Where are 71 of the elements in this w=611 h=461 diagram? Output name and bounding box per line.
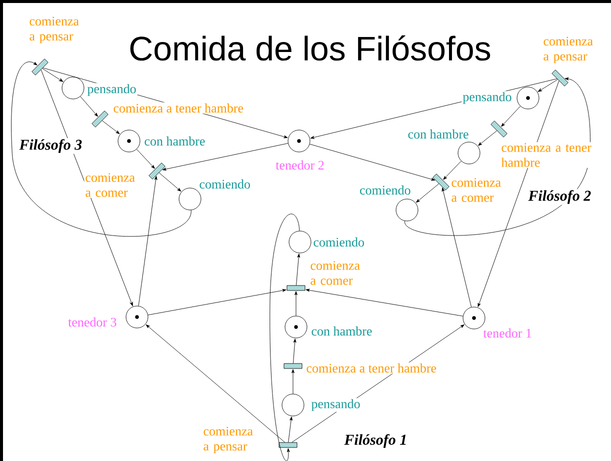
arc-arrow [288, 416, 293, 442]
place-label: comienza a pensar [542, 36, 602, 64]
place-circle [288, 130, 310, 152]
arc-arrow [296, 254, 300, 286]
arc-arrow [416, 184, 440, 203]
arc-arrow [80, 96, 98, 117]
place-label: comienza a tener hambre [112, 102, 245, 114]
place-circle [284, 316, 308, 338]
place-label: comiendo [312, 236, 366, 248]
place-circle [118, 130, 140, 152]
arc-arrow [478, 80, 560, 308]
place-label: tenedor 3 [67, 316, 118, 328]
transition-bar [32, 58, 48, 76]
place-circle [396, 198, 418, 222]
arc-arrow [292, 369, 294, 394]
place-label: comienza a comer [450, 177, 510, 203]
arc-arrow [102, 120, 120, 134]
place-circle [282, 394, 304, 416]
arc-arrow [42, 68, 64, 82]
place-circle [62, 76, 84, 100]
place-label: comienza a comer [84, 172, 144, 198]
transition-bar [552, 70, 568, 86]
place-label: con hambre [406, 128, 470, 140]
arc-arrow [442, 188, 472, 308]
transition-bar [92, 110, 108, 128]
arc-arrow [310, 144, 436, 181]
arc-arrow [11, 62, 192, 237]
place-label: con hambre [310, 325, 374, 337]
arc-arrow [443, 160, 462, 180]
arc-arrow [158, 172, 182, 192]
place-label: comienza a comer [309, 260, 370, 286]
title: Comida de los Filósofos [130, 35, 490, 61]
arc-arrow [306, 288, 464, 316]
philosopher-label: Filósofo 1 [343, 433, 408, 449]
place-label: tenedor 2 [274, 159, 326, 171]
transition-bar [284, 363, 302, 369]
place-circle [516, 86, 540, 110]
arc-arrow [146, 324, 286, 442]
place-label: pensando [310, 398, 362, 412]
philosopher-label: Filósofo 2 [527, 189, 592, 205]
arc-arrow [501, 106, 521, 127]
arc-arrow [148, 288, 286, 316]
arc-arrow [270, 214, 300, 461]
place-circle [458, 142, 480, 164]
place-label: comienza a pensar [202, 426, 262, 454]
place-label: pensando [462, 91, 513, 105]
arc-arrow [162, 143, 288, 171]
place-label: comienza a tener hambre [305, 362, 438, 374]
place-circle [178, 188, 202, 210]
arc-arrow [294, 291, 298, 316]
arc-arrow [136, 148, 155, 169]
arc-arrow [292, 338, 296, 364]
arc-arrow [478, 130, 498, 146]
place-circle [126, 306, 148, 328]
place-label: pensando [86, 83, 138, 97]
place-label: comienza a pensar [28, 16, 88, 44]
place-label: comiendo [358, 184, 412, 196]
philosopher-label: Filósofo 3 [18, 138, 84, 154]
transition-bar [432, 174, 450, 190]
place-label: tenedor 1 [482, 327, 533, 339]
place-circle [462, 306, 486, 330]
place-label: comiendo [198, 178, 252, 190]
arc-arrow [138, 176, 158, 306]
place-label: con hambre [143, 135, 206, 147]
transition-bar [490, 120, 508, 138]
transition-bar [286, 285, 306, 291]
place-label: comienza a tener hambre [500, 142, 594, 168]
transition-bar [148, 162, 166, 180]
transition-bar [278, 442, 298, 448]
place-circle [288, 230, 312, 254]
arc-arrow [538, 79, 558, 92]
